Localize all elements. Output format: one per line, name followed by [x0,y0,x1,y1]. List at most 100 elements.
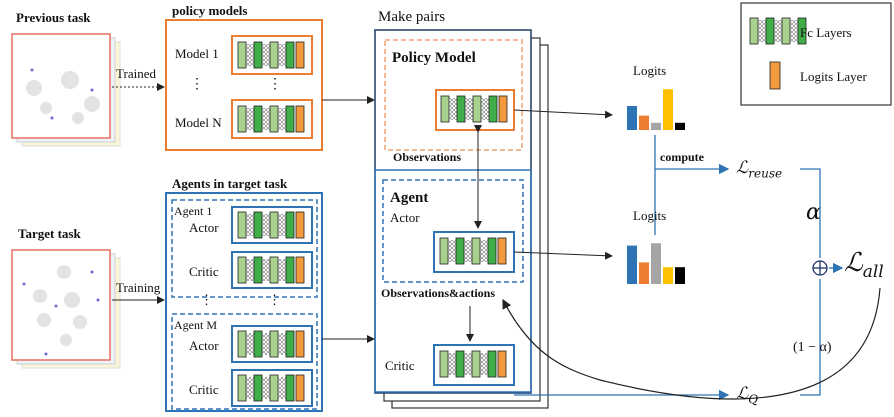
logit-bar [627,106,637,130]
model-n-network [237,105,305,133]
fc-connection [449,98,457,120]
policy-to-logits-arrow [513,109,613,119]
fc-layer [253,41,263,69]
model-1-network [237,41,305,69]
agent-m-actor-label: Actor [189,338,219,353]
model-1-frame [231,35,313,75]
fc-layer [471,350,481,378]
reuse-bracket [800,168,821,258]
logits-layer [295,211,305,239]
fc-layer [253,256,263,284]
fc-layer [749,17,759,45]
pair-critic-network [439,350,507,378]
fc-layer [285,41,295,69]
logits-layer [295,256,305,284]
feedback-curve [502,287,881,400]
fc-layer [253,211,263,239]
logits-layer [295,41,305,69]
pair-critic-frame [433,344,515,386]
agent-label: Agent [390,190,429,206]
logit-bar [639,115,649,130]
fc-connection [246,214,254,236]
trained-label: Trained [116,66,156,81]
l-all-script: ℒ [844,248,863,278]
agent-m-critic-network [237,374,305,402]
logits-chart-bottom [627,243,685,284]
l-q-sub: Q [748,392,759,407]
agent-m-label: Agent M [174,318,217,332]
fc-layer [285,256,295,284]
pair-critic-label: Critic [385,358,415,373]
fc-layer [237,211,247,239]
agents-vdots-left: ⋮ [200,292,213,307]
fc-connection [465,98,473,120]
agent-1-label: Agent 1 [174,204,213,218]
logit-bar [639,262,649,284]
agent-1-critic-label: Critic [189,264,219,279]
agent-actor-dashed [382,179,524,283]
model-n-frame [231,99,313,139]
fc-connection [246,44,254,66]
fc-connection [262,377,270,399]
make-pairs-title: Make pairs [378,9,446,25]
fc-connection [278,333,286,355]
fc-connection [246,108,254,130]
models-vdots-left: ⋮ [190,77,204,92]
fc-layer [781,17,791,45]
agent-m-actor-network [237,330,305,358]
fc-connection [262,259,270,281]
fc-layer [237,256,247,284]
fc-connection [278,214,286,236]
fc-layer [269,256,279,284]
logits-chart-top [627,89,685,130]
policy-model-dashed [384,39,523,151]
fc-connection [246,333,254,355]
fc-connection [262,214,270,236]
logit-bar [675,122,685,130]
l-all-sub: all [862,262,884,283]
fc-layer [487,350,497,378]
model-n-label: Model N [175,115,222,130]
fc-layer [285,330,295,358]
fc-connection [278,44,286,66]
legend-fc-icon [749,17,807,45]
fc-connection [480,240,488,262]
fc-layer [269,330,279,358]
agent-block [374,169,532,393]
agent-1-group [171,199,318,298]
fc-connection [758,20,766,42]
agent-m-critic-frame [231,369,313,407]
logits-layer [497,237,507,265]
one-minus-alpha-label: (1 − α) [793,340,832,355]
logit-bar [675,267,685,284]
logit-bar [651,243,661,284]
fc-connection [774,20,782,42]
target-task-title: Target task [18,226,81,241]
logits-top-label: Logits [633,63,667,78]
l-reuse-sub: reuse [748,166,783,181]
fc-layer [285,105,295,133]
logits-layer [497,350,507,378]
logits-layer [498,95,508,123]
logit-bar [651,122,661,130]
policy-model-label: Policy Model [392,50,476,66]
fc-connection [278,108,286,130]
fc-layer [797,17,807,45]
fc-layer [488,95,498,123]
logits-bottom-label: Logits [633,208,667,223]
agent-1-actor-frame [231,206,313,244]
fc-connection [246,259,254,281]
fc-connection [464,240,472,262]
fc-connection [448,353,456,375]
fc-connection [262,44,270,66]
fc-connection [481,98,489,120]
fc-connection [262,108,270,130]
legend-fc-label: Fc Layers [800,25,852,40]
fc-layer [440,95,450,123]
l-reuse: ℒreuse [736,158,782,180]
logit-bar [627,245,637,284]
agent-m-group [171,313,318,410]
fc-layer [455,237,465,265]
fc-layer [439,237,449,265]
